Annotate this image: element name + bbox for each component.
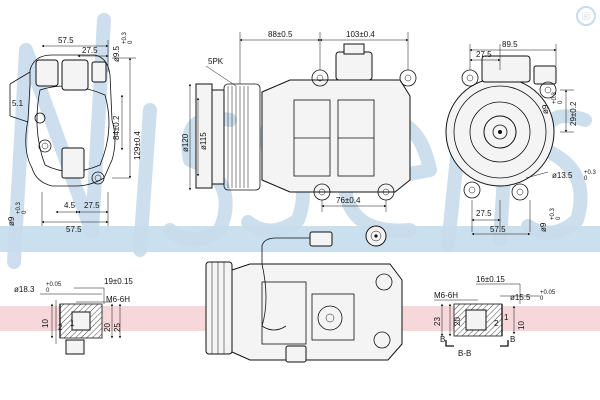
detail-left-20: 20 <box>103 323 112 332</box>
registered-mark: ® <box>576 6 596 26</box>
front-dim-29: 29±0.2 <box>569 101 578 126</box>
detail-right-23: 23 <box>433 317 442 326</box>
detail-right-b-right: B <box>510 335 515 344</box>
side-dim-88: 88±0.5 <box>268 30 293 39</box>
detail-left-m6: M6-6H <box>106 295 130 304</box>
rear-dim-57-5-b: 57.5 <box>66 225 82 234</box>
front-dim-d13-5: ø13.5 <box>552 171 573 180</box>
rear-dim-84: 84±0.2 <box>112 115 121 140</box>
front-dim-d9-b-tol: +0.30 <box>550 207 562 220</box>
detail-right-2: 2 <box>494 319 499 328</box>
front-dim-89-5: 89.5 <box>502 40 518 49</box>
rear-view <box>9 40 136 226</box>
rear-dim-d9: ø9 <box>7 216 16 226</box>
detail-right-20: 20 <box>453 317 462 326</box>
side-dim-d115: ø115 <box>199 132 208 150</box>
rear-dim-d9-5: ø9.5 <box>112 45 121 62</box>
detail-right <box>434 283 540 347</box>
detail-left <box>40 287 122 355</box>
rear-dim-d9-tol: +0.30 <box>16 201 28 214</box>
rear-dim-129: 129±0.4 <box>133 131 142 160</box>
detail-left-10: 10 <box>41 319 50 328</box>
front-dim-d9-b: ø9 <box>539 222 548 232</box>
rear-dim-4-5: 4.5 <box>64 201 76 210</box>
detail-right-m6: M6-6H <box>434 291 458 300</box>
detail-right-section-label: B-B <box>458 349 471 358</box>
detail-right-10: 10 <box>517 321 526 330</box>
detail-right-b-left: B <box>440 335 445 344</box>
bottom-view <box>205 261 403 363</box>
side-dim-d120: ø120 <box>181 133 190 152</box>
detail-left-1: 1 <box>70 319 75 328</box>
side-view <box>188 32 417 212</box>
detail-left-25: 25 <box>113 323 122 332</box>
connector-detail <box>261 225 387 264</box>
front-dim-d9-tol: +0.30 <box>552 91 564 104</box>
detail-right-1: 1 <box>504 313 509 322</box>
side-label-5pk: 5PK <box>208 57 224 66</box>
side-dim-103: 103±0.4 <box>346 30 375 39</box>
rear-dim-5-1: 5.1 <box>12 99 24 108</box>
front-dim-27-5-b: 27.5 <box>476 209 492 218</box>
side-dim-76: 76±0.4 <box>336 196 361 205</box>
detail-left-d18-3: ø18.3 <box>14 285 35 294</box>
rear-dim-27-5: 27.5 <box>82 46 98 55</box>
front-dim-d9: ø9 <box>541 104 550 114</box>
detail-right-d15-5: ø15.5 <box>510 293 531 302</box>
detail-right-16: 16±0.15 <box>476 275 505 284</box>
front-dim-57-5: 57.5 <box>490 225 506 234</box>
rear-dim-57-5: 57.5 <box>58 36 74 45</box>
detail-left-19: 19±0.15 <box>104 277 133 286</box>
detail-left-2: 2 <box>58 323 63 332</box>
rear-dim-d9-5-tol: +0.30 <box>122 31 134 44</box>
svg-text:®: ® <box>582 11 590 23</box>
rear-dim-27-5-b: 27.5 <box>84 201 100 210</box>
front-view <box>445 44 574 236</box>
front-dim-27-5: 27.5 <box>476 50 492 59</box>
